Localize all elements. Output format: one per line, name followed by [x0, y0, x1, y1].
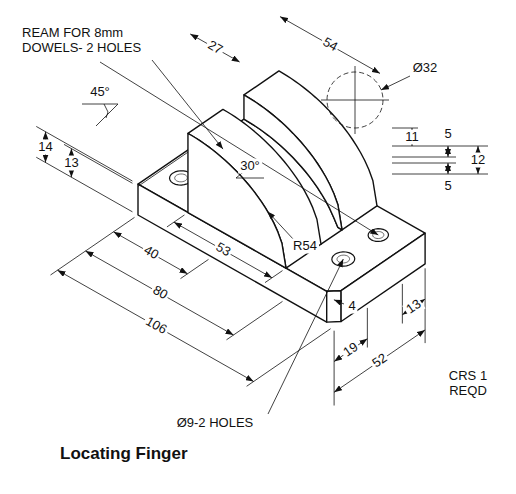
- leader-line: [100, 62, 378, 235]
- dimension-line: [114, 232, 188, 274]
- angle-line: [96, 104, 118, 126]
- dimension-label: 53: [211, 239, 234, 261]
- extension-line: [367, 308, 368, 348]
- extension-line: [247, 329, 331, 387]
- dimension-line: [280, 17, 380, 74]
- extension-line: [36, 126, 132, 181]
- dimension-label: 80: [148, 282, 171, 304]
- note-label: CRS 1 REQD: [444, 369, 492, 399]
- note-label: Ø9-2 HOLES: [175, 416, 256, 431]
- base-end-face: [341, 233, 425, 321]
- dimension-label: 12: [469, 153, 487, 168]
- dimension-label: 11: [403, 130, 421, 145]
- extension-line: [227, 301, 283, 339]
- extension-line: [392, 174, 488, 175]
- dimension-label: 52: [368, 350, 392, 373]
- dimension-label: 27: [203, 37, 226, 59]
- extension-line: [167, 215, 185, 227]
- leader-line: [334, 300, 344, 304]
- extension-line: [51, 217, 135, 275]
- chamfer-face: [327, 291, 341, 322]
- extension-line: [181, 259, 209, 278]
- dimension-label: 106: [141, 313, 171, 339]
- dimension-label: 13: [62, 155, 80, 170]
- leader-line: [381, 76, 410, 90]
- leader-line: [268, 259, 343, 414]
- dimension-label: 5: [442, 127, 453, 142]
- dimension-label: R54: [291, 239, 319, 254]
- leader-line: [152, 60, 223, 149]
- extension-line: [392, 157, 456, 158]
- dimension-line: [334, 330, 425, 392]
- dimension-label: 4: [346, 299, 357, 314]
- dimension-label: 13: [402, 296, 426, 319]
- bolt-hole: [175, 174, 188, 182]
- dimension-line: [334, 339, 367, 362]
- dimension-line: [190, 34, 240, 62]
- extension-line: [392, 146, 488, 147]
- leader-line: [268, 211, 295, 240]
- dimension-line: [448, 163, 449, 174]
- dimension-label: 45°: [88, 85, 112, 100]
- drawing-caption: Locating Finger: [60, 444, 188, 464]
- dimension-label: 40: [139, 242, 162, 264]
- dimension-label: Ø32: [411, 61, 440, 76]
- extension-line: [334, 331, 335, 406]
- dimension-label: 19: [339, 339, 363, 362]
- center-line: [321, 100, 389, 101]
- dimension-label: 54: [318, 34, 341, 56]
- extension-line: [36, 157, 132, 212]
- dimension-line: [58, 270, 254, 381]
- extension-line: [392, 163, 456, 164]
- extension-line: [265, 271, 283, 283]
- dimension-label: 30°: [238, 159, 262, 174]
- angle-arc: [104, 104, 108, 118]
- note-label: REAM FOR 8mm DOWELS- 2 HOLES: [20, 26, 174, 56]
- block-top-surface: [188, 109, 321, 268]
- block-front-face: [188, 133, 286, 268]
- angle-line: [236, 178, 264, 179]
- angle-line: [82, 104, 118, 105]
- extension-line: [392, 128, 418, 129]
- extension-line: [402, 284, 403, 324]
- dimension-label: 5: [442, 179, 453, 194]
- dimension-line: [448, 146, 449, 157]
- dimension-label: 14: [36, 140, 54, 155]
- dimension-line: [174, 222, 272, 278]
